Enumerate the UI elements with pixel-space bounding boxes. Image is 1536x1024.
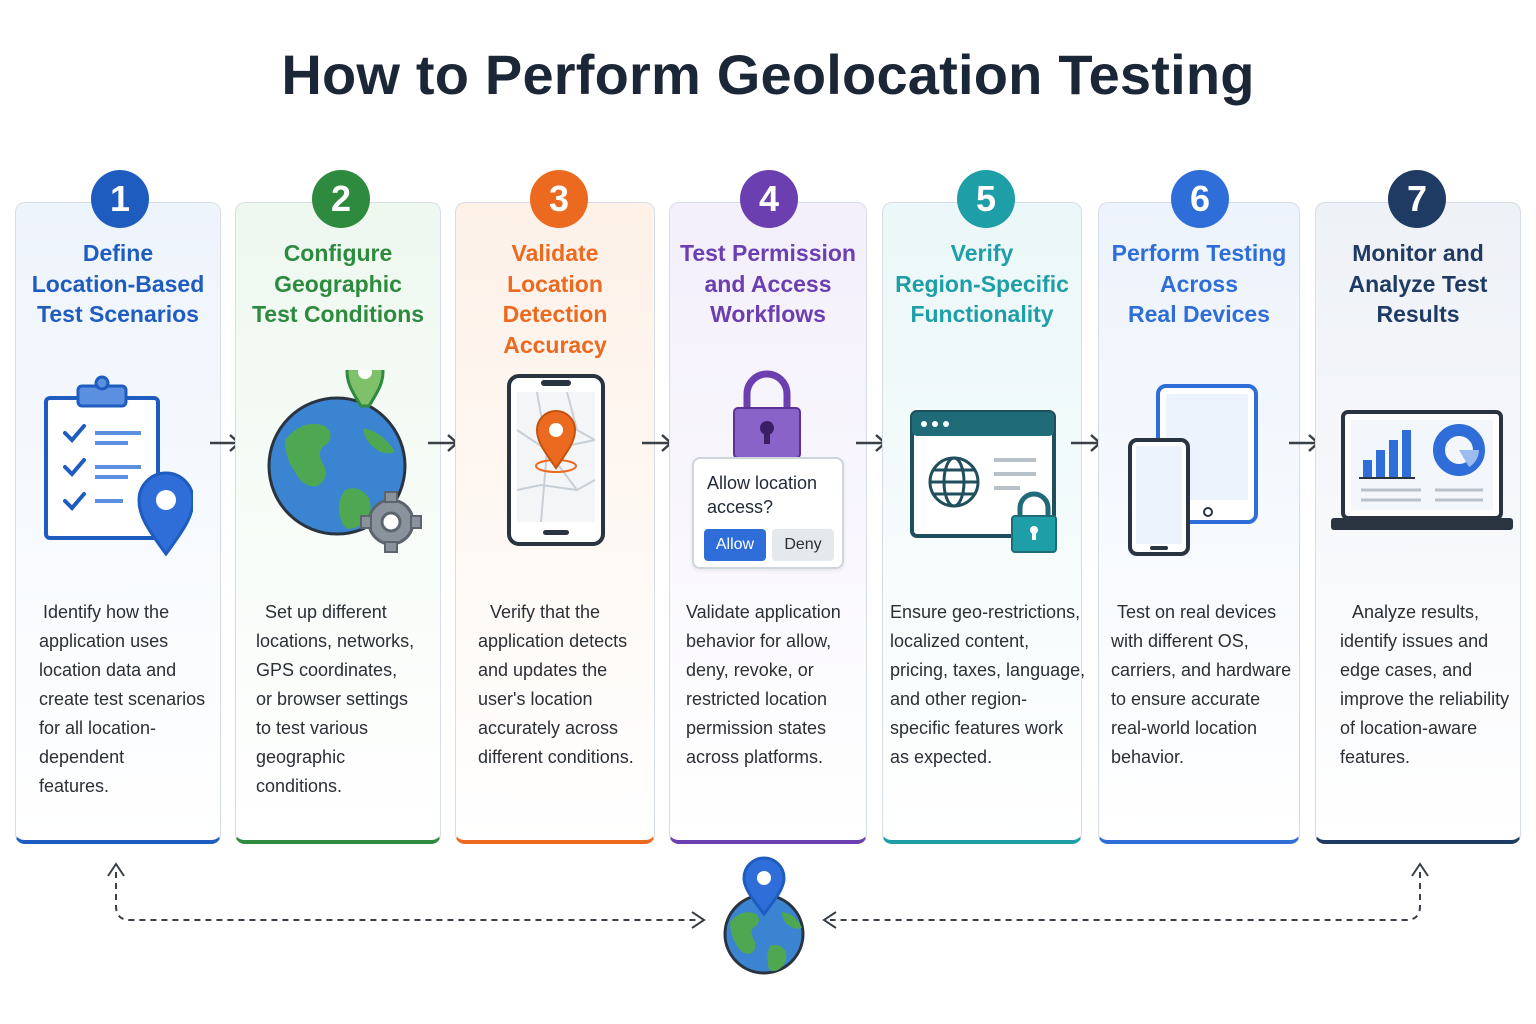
step-number-badge: 6: [1171, 170, 1229, 228]
arrow-up-icon: [107, 862, 125, 877]
browser-globe-lock-icon: [910, 410, 1060, 559]
clipboard-checklist-pin-icon: [43, 370, 195, 565]
globe-pin-gear-icon: [265, 352, 425, 565]
step-number-badge: 1: [91, 170, 149, 228]
page-title: How to Perform Geolocation Testing: [281, 43, 1255, 106]
globe-location-pin-icon: [723, 856, 805, 975]
step-number-badge: 7: [1388, 170, 1446, 228]
step-number-badge: 5: [957, 170, 1015, 228]
step-number-badge: 4: [740, 170, 798, 228]
tablet-phone-devices-icon: [1128, 384, 1260, 565]
laptop-analytics-icon: [1329, 410, 1515, 545]
allow-button[interactable]: Allow: [704, 529, 766, 561]
feedback-loop: [107, 856, 1429, 975]
step-description: Ensure geo-restrictions,localized conten…: [890, 602, 1086, 767]
step-number-badge: 2: [312, 170, 370, 228]
arrow-left-icon: [822, 911, 837, 929]
dashed-loop-arrow-right: [830, 872, 1421, 921]
step-number-badge: 3: [530, 170, 588, 228]
deny-button[interactable]: Deny: [772, 529, 834, 561]
padlock-icon: [731, 370, 803, 467]
phone-map-pin-icon: [507, 370, 607, 551]
arrow-up-icon: [1411, 862, 1429, 877]
arrow-right-icon: [691, 911, 706, 929]
dashed-loop-arrow-left: [115, 872, 700, 921]
